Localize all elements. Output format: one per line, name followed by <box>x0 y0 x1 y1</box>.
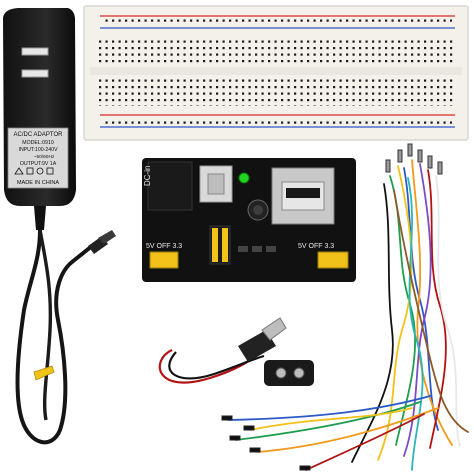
ac-dc-adapter: AC/DC ADAPTOR MODEL:0910 INPUT:100-240V … <box>3 8 116 445</box>
breadboard <box>83 5 469 141</box>
jumper-wires <box>221 143 469 471</box>
dc-in-label: DC-in <box>143 166 152 186</box>
adapter-input-freq: ~50/60Hz <box>34 154 55 160</box>
adapter-input: INPUT:100-240V <box>19 147 58 153</box>
adapter-output: OUTPUT:9V 1A <box>20 161 57 167</box>
9v-battery-connector <box>158 317 314 386</box>
power-supply-module: DC-in 5V OFF 3.3 5V OFF 3.3 <box>142 158 356 282</box>
right-voltage-switch-label: 5V OFF 3.3 <box>298 243 334 250</box>
adapter-title: AC/DC ADAPTOR <box>14 132 64 138</box>
adapter-origin: MADE IN CHINA <box>17 180 60 186</box>
power-led <box>238 172 250 184</box>
certification-icons <box>14 167 54 175</box>
adapter-model: MODEL:0910 <box>22 140 54 146</box>
left-voltage-switch-label: 5V OFF 3.3 <box>146 243 182 250</box>
